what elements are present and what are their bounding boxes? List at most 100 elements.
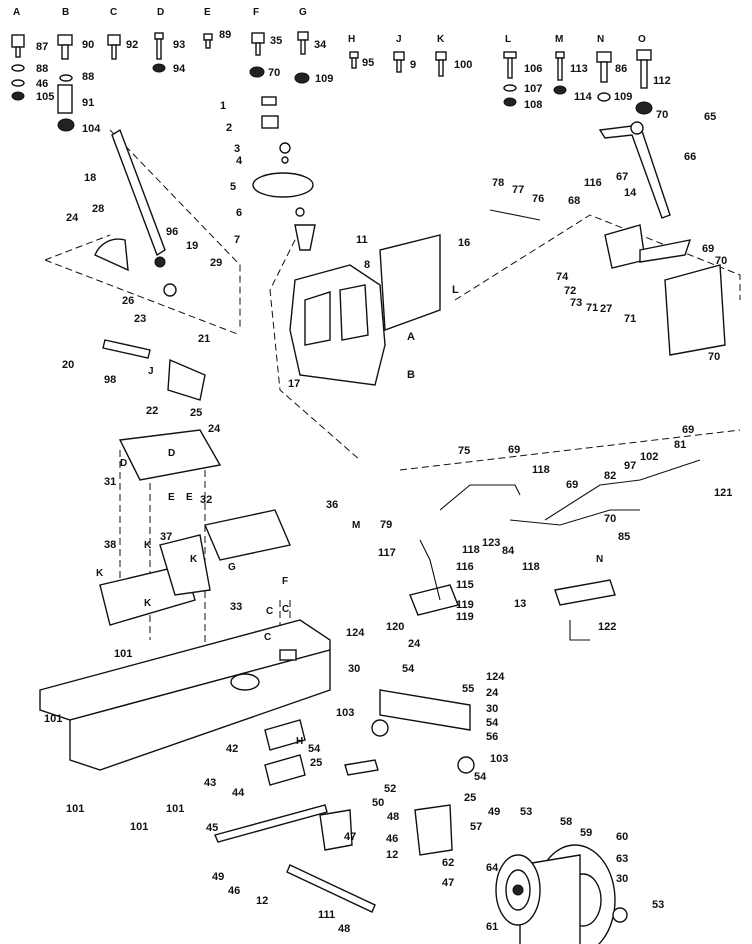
callout: 76 xyxy=(532,193,544,205)
callout: 19 xyxy=(186,240,198,252)
steering-tower xyxy=(252,96,441,386)
callout: E xyxy=(168,492,175,503)
callout: M xyxy=(352,520,360,531)
hardware-letter: H xyxy=(348,34,355,45)
callout: C xyxy=(282,604,289,615)
callout: K xyxy=(96,568,104,579)
callout: 123 xyxy=(482,537,500,549)
callout: 17 xyxy=(288,378,300,390)
callout: 33 xyxy=(230,601,242,613)
callout: 49 xyxy=(212,871,224,883)
part-number: 35 xyxy=(270,35,282,47)
part-number: 89 xyxy=(219,29,231,41)
hardware-letter: A xyxy=(13,7,20,18)
callout: 116 xyxy=(456,561,474,573)
callout: 11 xyxy=(356,234,368,246)
part-number: 112 xyxy=(653,75,671,87)
callout: 12 xyxy=(256,895,268,907)
part-number: 86 xyxy=(615,63,627,75)
part-number: 93 xyxy=(173,39,185,51)
hardware-letters: A B C D E F G H J K L M N O xyxy=(13,7,646,45)
callout: 30 xyxy=(348,663,360,675)
callout: 85 xyxy=(618,531,630,543)
callout: 4 xyxy=(236,155,243,167)
callout: 59 xyxy=(580,827,592,839)
part-number: 70 xyxy=(268,67,280,79)
callout: 2 xyxy=(226,122,232,134)
callout: 53 xyxy=(520,806,532,818)
callout: 47 xyxy=(344,831,356,843)
callout: 8 xyxy=(364,259,370,271)
callout: 120 xyxy=(386,621,404,633)
callout: 79 xyxy=(380,519,392,531)
callout: 30 xyxy=(616,873,628,885)
callout: 72 xyxy=(564,285,576,297)
part-number: 107 xyxy=(524,83,542,95)
callout: 66 xyxy=(684,151,696,163)
callout: 43 xyxy=(204,777,216,789)
callout: 52 xyxy=(384,783,396,795)
callout: 70 xyxy=(715,255,727,267)
part-number: 95 xyxy=(362,57,374,69)
callout: 45 xyxy=(206,822,218,834)
callout: E xyxy=(186,492,193,503)
callout: 61 xyxy=(486,921,498,933)
callout: 75 xyxy=(458,445,470,457)
tie-rods xyxy=(214,804,376,913)
part-number: 109 xyxy=(315,73,333,85)
callout: 116 xyxy=(584,177,602,189)
part-number: 105 xyxy=(36,91,54,103)
callout: 101 xyxy=(66,803,84,815)
callout: 60 xyxy=(616,831,628,843)
callout: K xyxy=(190,554,198,565)
part-number: 34 xyxy=(314,39,327,51)
callout: 56 xyxy=(486,731,498,743)
callout: 65 xyxy=(704,111,716,123)
callout: L xyxy=(452,284,459,296)
callout: 13 xyxy=(514,598,526,610)
callout: 42 xyxy=(226,743,238,755)
part-number: 108 xyxy=(524,99,542,111)
callout: 21 xyxy=(198,333,210,345)
callout: 124 xyxy=(486,671,505,683)
callout: 14 xyxy=(624,187,637,199)
part-number: 87 xyxy=(36,41,48,53)
callout: 118 xyxy=(522,561,540,573)
callout: 101 xyxy=(44,713,62,725)
callout: 23 xyxy=(134,313,146,325)
callout: 103 xyxy=(336,707,354,719)
callout: N xyxy=(596,554,603,565)
callout: 49 xyxy=(488,806,500,818)
callout: 26 xyxy=(122,295,134,307)
callout: 78 xyxy=(492,177,504,189)
callout: 55 xyxy=(462,683,474,695)
part-number: 106 xyxy=(524,63,542,75)
callout: 25 xyxy=(310,757,322,769)
callout: 69 xyxy=(566,479,578,491)
callout: 64 xyxy=(486,862,499,874)
callout: 6 xyxy=(236,207,242,219)
hardware-letter: N xyxy=(597,34,604,45)
hardware-letter: K xyxy=(437,34,445,45)
callout: 50 xyxy=(372,797,384,809)
callout: 31 xyxy=(104,476,116,488)
callout: B xyxy=(407,369,415,381)
callout: 67 xyxy=(616,171,628,183)
callout: 77 xyxy=(512,184,524,196)
part-number: 91 xyxy=(82,97,94,109)
callout: 46 xyxy=(228,885,240,897)
part-number: 46 xyxy=(36,78,48,90)
hardware-letter: G xyxy=(299,7,307,18)
plates xyxy=(99,429,616,786)
part-number: 88 xyxy=(82,71,94,83)
callout: 96 xyxy=(166,226,178,238)
callout: 36 xyxy=(326,499,338,511)
callout: 69 xyxy=(682,424,694,436)
callout: 81 xyxy=(674,439,686,451)
callout: 54 xyxy=(474,771,487,783)
callout: 82 xyxy=(604,470,616,482)
part-number: 70 xyxy=(656,109,668,121)
callout: 47 xyxy=(442,877,454,889)
callout: 32 xyxy=(200,494,212,506)
part-number: 109 xyxy=(614,91,632,103)
